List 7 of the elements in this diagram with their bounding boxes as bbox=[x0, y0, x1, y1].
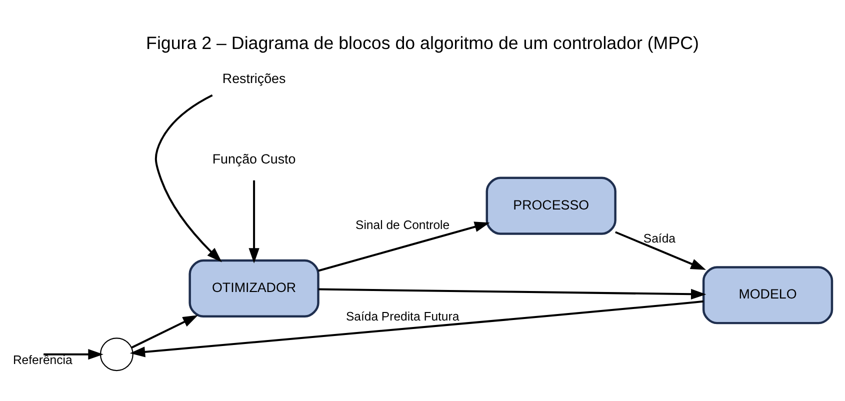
node-text: Função Custo bbox=[212, 151, 296, 166]
edge-label: Saída Predita Futura bbox=[346, 310, 460, 324]
edge-label: Sinal de Controle bbox=[356, 218, 450, 232]
edge-label: Saída bbox=[643, 231, 676, 246]
node-text: Restrições bbox=[222, 71, 286, 86]
diagram-title: Figura 2 – Diagrama de blocos do algoritmo de um controlador (MPC) bbox=[146, 33, 699, 54]
edge-label: Referência bbox=[12, 353, 72, 368]
